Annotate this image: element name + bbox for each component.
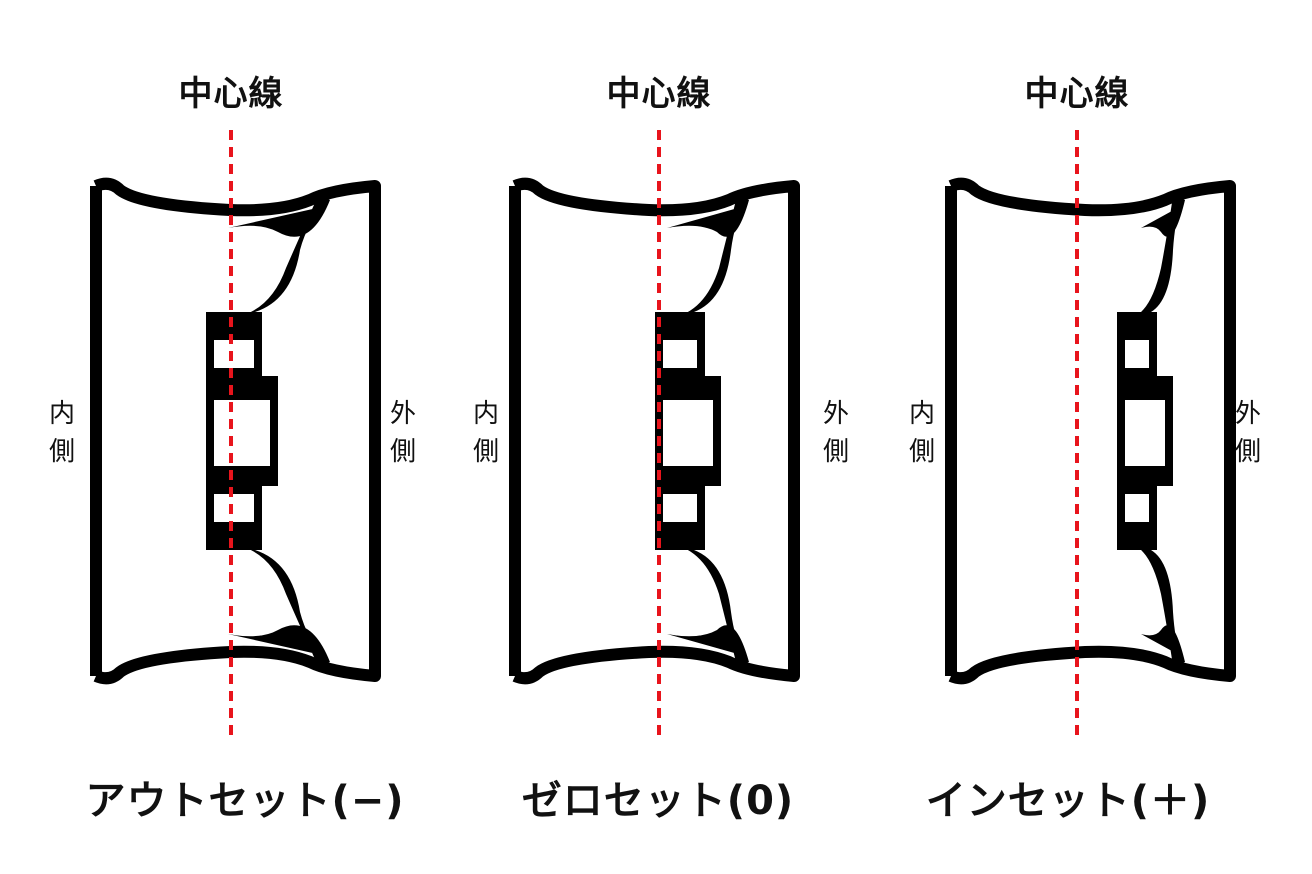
hub [1117,312,1173,550]
rim-outline [945,177,1236,685]
lower-spoke [1123,522,1185,666]
outer-side-label: 外 側 [1234,399,1261,467]
caption-outset: アウトセット(−) [85,778,405,824]
wheel-shape [90,177,381,685]
center-line-label: 中心線 [1024,74,1130,114]
upper-spoke [659,196,749,340]
wheel-shape [945,177,1236,685]
outer-side-label: 外 側 [389,399,416,467]
center-line-label: 中心線 [606,74,712,114]
outer-side-label: 外 側 [822,399,849,467]
upper-spoke [212,196,330,340]
caption-zeroset: ゼロセット(0) [521,778,795,824]
upper-spoke [1123,196,1185,340]
caption-inset: インセット(＋) [925,778,1211,824]
wheel-cross-section [509,130,800,735]
rim-outline [90,177,381,685]
panel-zeroset: 中心線 内 側 外 側 ゼロセット(0) [428,0,865,874]
inner-side-label: 内 側 [472,399,499,467]
panel-outset: 中心線 内 側 外 側 アウトセット(−) [0,0,437,874]
center-line-label: 中心線 [178,74,284,114]
lower-spoke [212,522,330,666]
wheel-cross-section [90,130,381,735]
wheel-cross-section [945,130,1236,735]
hub [655,312,721,550]
wheel-shape [509,177,800,685]
inner-side-label: 内 側 [908,399,935,467]
lower-spoke [659,522,749,666]
hub [206,312,278,550]
panel-inset: 中心線 内 側 外 側 インセット(＋) [846,0,1283,874]
inner-side-label: 内 側 [48,399,75,467]
rim-outline [509,177,800,685]
